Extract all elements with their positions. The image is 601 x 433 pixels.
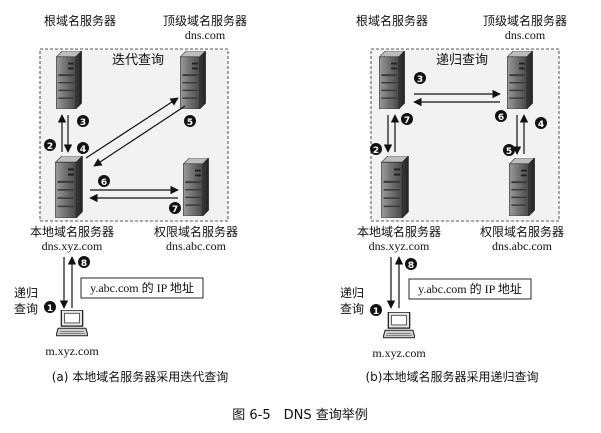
panel-a-step-6: 6: [98, 175, 110, 188]
panel-a-step-3: 3: [77, 115, 89, 128]
panel-b-root-server-icon: [378, 51, 406, 109]
panel-b-step-3: 3: [414, 72, 426, 85]
svg-text:5: 5: [187, 118, 193, 128]
panel-b-answer-box: [408, 278, 532, 300]
panel-b-recursive-label-1: 递归: [340, 286, 364, 300]
panel-b-client-pc-icon: [383, 312, 415, 339]
panel-b-local-label: 本地域名服务器: [357, 224, 441, 239]
svg-text:7: 7: [172, 205, 178, 215]
panel-a-subcaption: (a) 本地域名服务器采用迭代查询: [52, 369, 229, 384]
panel-a-tld-label: 顶级域名服务器: [163, 13, 247, 28]
svg-text:2: 2: [373, 146, 379, 156]
panel-a-answer-text: y.abc.com 的 IP 地址: [90, 280, 194, 295]
figure-caption: 图 6-5 DNS 查询举例: [232, 408, 368, 423]
panel-a-client-pc-icon: [56, 310, 88, 337]
svg-text:1: 1: [373, 307, 379, 317]
panel-a-tld-server-icon: [179, 51, 207, 109]
panel-a-step-7: 7: [169, 202, 181, 215]
panel-b-subcaption: (b)本地域名服务器采用递归查询: [366, 369, 539, 384]
panel-a-recursive-label-1: 递归: [14, 286, 38, 300]
panel-a-arrow-4: [85, 97, 179, 159]
panel-a-root-server-icon: [55, 51, 83, 109]
panel-a-tld-host: dns.com: [185, 28, 226, 42]
panel-b-step-2: 2: [370, 143, 382, 156]
svg-text:8: 8: [408, 261, 414, 271]
panel-a: 根域名服务器 顶级域名服务器 dns.com 迭代查询 2 3 4 5 6 7 …: [14, 13, 247, 384]
panel-a-step-1: 1: [44, 301, 56, 314]
svg-text:3: 3: [80, 118, 86, 128]
panel-b-step-1: 1: [370, 304, 382, 317]
panel-b-step-7: 7: [401, 113, 413, 126]
panel-a-step-4: 4: [77, 142, 89, 155]
panel-b-step-6: 6: [495, 110, 507, 123]
panel-a-client-host: m.xyz.com: [45, 344, 99, 358]
panel-b-local-server-icon: [381, 156, 409, 218]
panel-b-auth-host: dns.abc.com: [492, 239, 553, 253]
panel-a-step-2: 2: [44, 139, 56, 152]
svg-text:4: 4: [538, 120, 544, 130]
svg-text:7: 7: [404, 116, 410, 126]
panel-b: 根域名服务器 顶级域名服务器 dns.com 递归查询 2 3 4 5 6 7 …: [340, 13, 567, 384]
panel-a-arrow-5: [93, 105, 186, 167]
panel-b-step-4: 4: [535, 117, 547, 130]
panel-a-local-server-icon: [55, 156, 83, 218]
panel-b-auth-label: 权限域名服务器: [480, 224, 564, 239]
panel-b-recursive-label-2: 查询: [340, 302, 364, 316]
svg-text:3: 3: [417, 75, 423, 85]
panel-a-step-5: 5: [184, 115, 196, 128]
svg-text:4: 4: [80, 145, 86, 155]
panel-a-auth-host: dns.abc.com: [166, 239, 227, 253]
panel-b-tld-label: 顶级域名服务器: [483, 13, 567, 28]
panel-b-tld-host: dns.com: [505, 28, 546, 42]
panel-a-local-host: dns.xyz.com: [42, 239, 103, 253]
svg-text:5: 5: [506, 147, 512, 157]
panel-a-auth-label: 权限域名服务器: [154, 224, 238, 239]
panel-a-mode-label: 迭代查询: [112, 53, 164, 68]
panel-b-client-host: m.xyz.com: [372, 346, 426, 360]
panel-a-recursive-label-2: 查询: [14, 302, 38, 316]
panel-b-step-8: 8: [405, 258, 417, 271]
panel-b-root-label: 根域名服务器: [356, 13, 428, 28]
svg-text:2: 2: [47, 142, 53, 152]
panel-a-answer-box: [80, 277, 204, 299]
panel-a-root-label: 根域名服务器: [44, 13, 116, 28]
panel-b-answer-text: y.abc.com 的 IP 地址: [418, 281, 522, 296]
panel-b-tld-server-icon: [506, 51, 534, 109]
svg-text:6: 6: [101, 178, 107, 188]
panel-b-local-host: dns.xyz.com: [369, 239, 430, 253]
svg-text:8: 8: [81, 259, 87, 269]
panel-b-mode-label: 递归查询: [436, 53, 488, 68]
panel-a-auth-server-icon: [182, 158, 210, 216]
panel-b-step-5: 5: [503, 144, 515, 157]
panel-a-local-label: 本地域名服务器: [30, 224, 114, 239]
panel-a-step-8: 8: [78, 256, 90, 269]
svg-text:6: 6: [498, 113, 504, 123]
svg-text:1: 1: [47, 304, 53, 314]
panel-b-auth-server-icon: [508, 158, 536, 216]
